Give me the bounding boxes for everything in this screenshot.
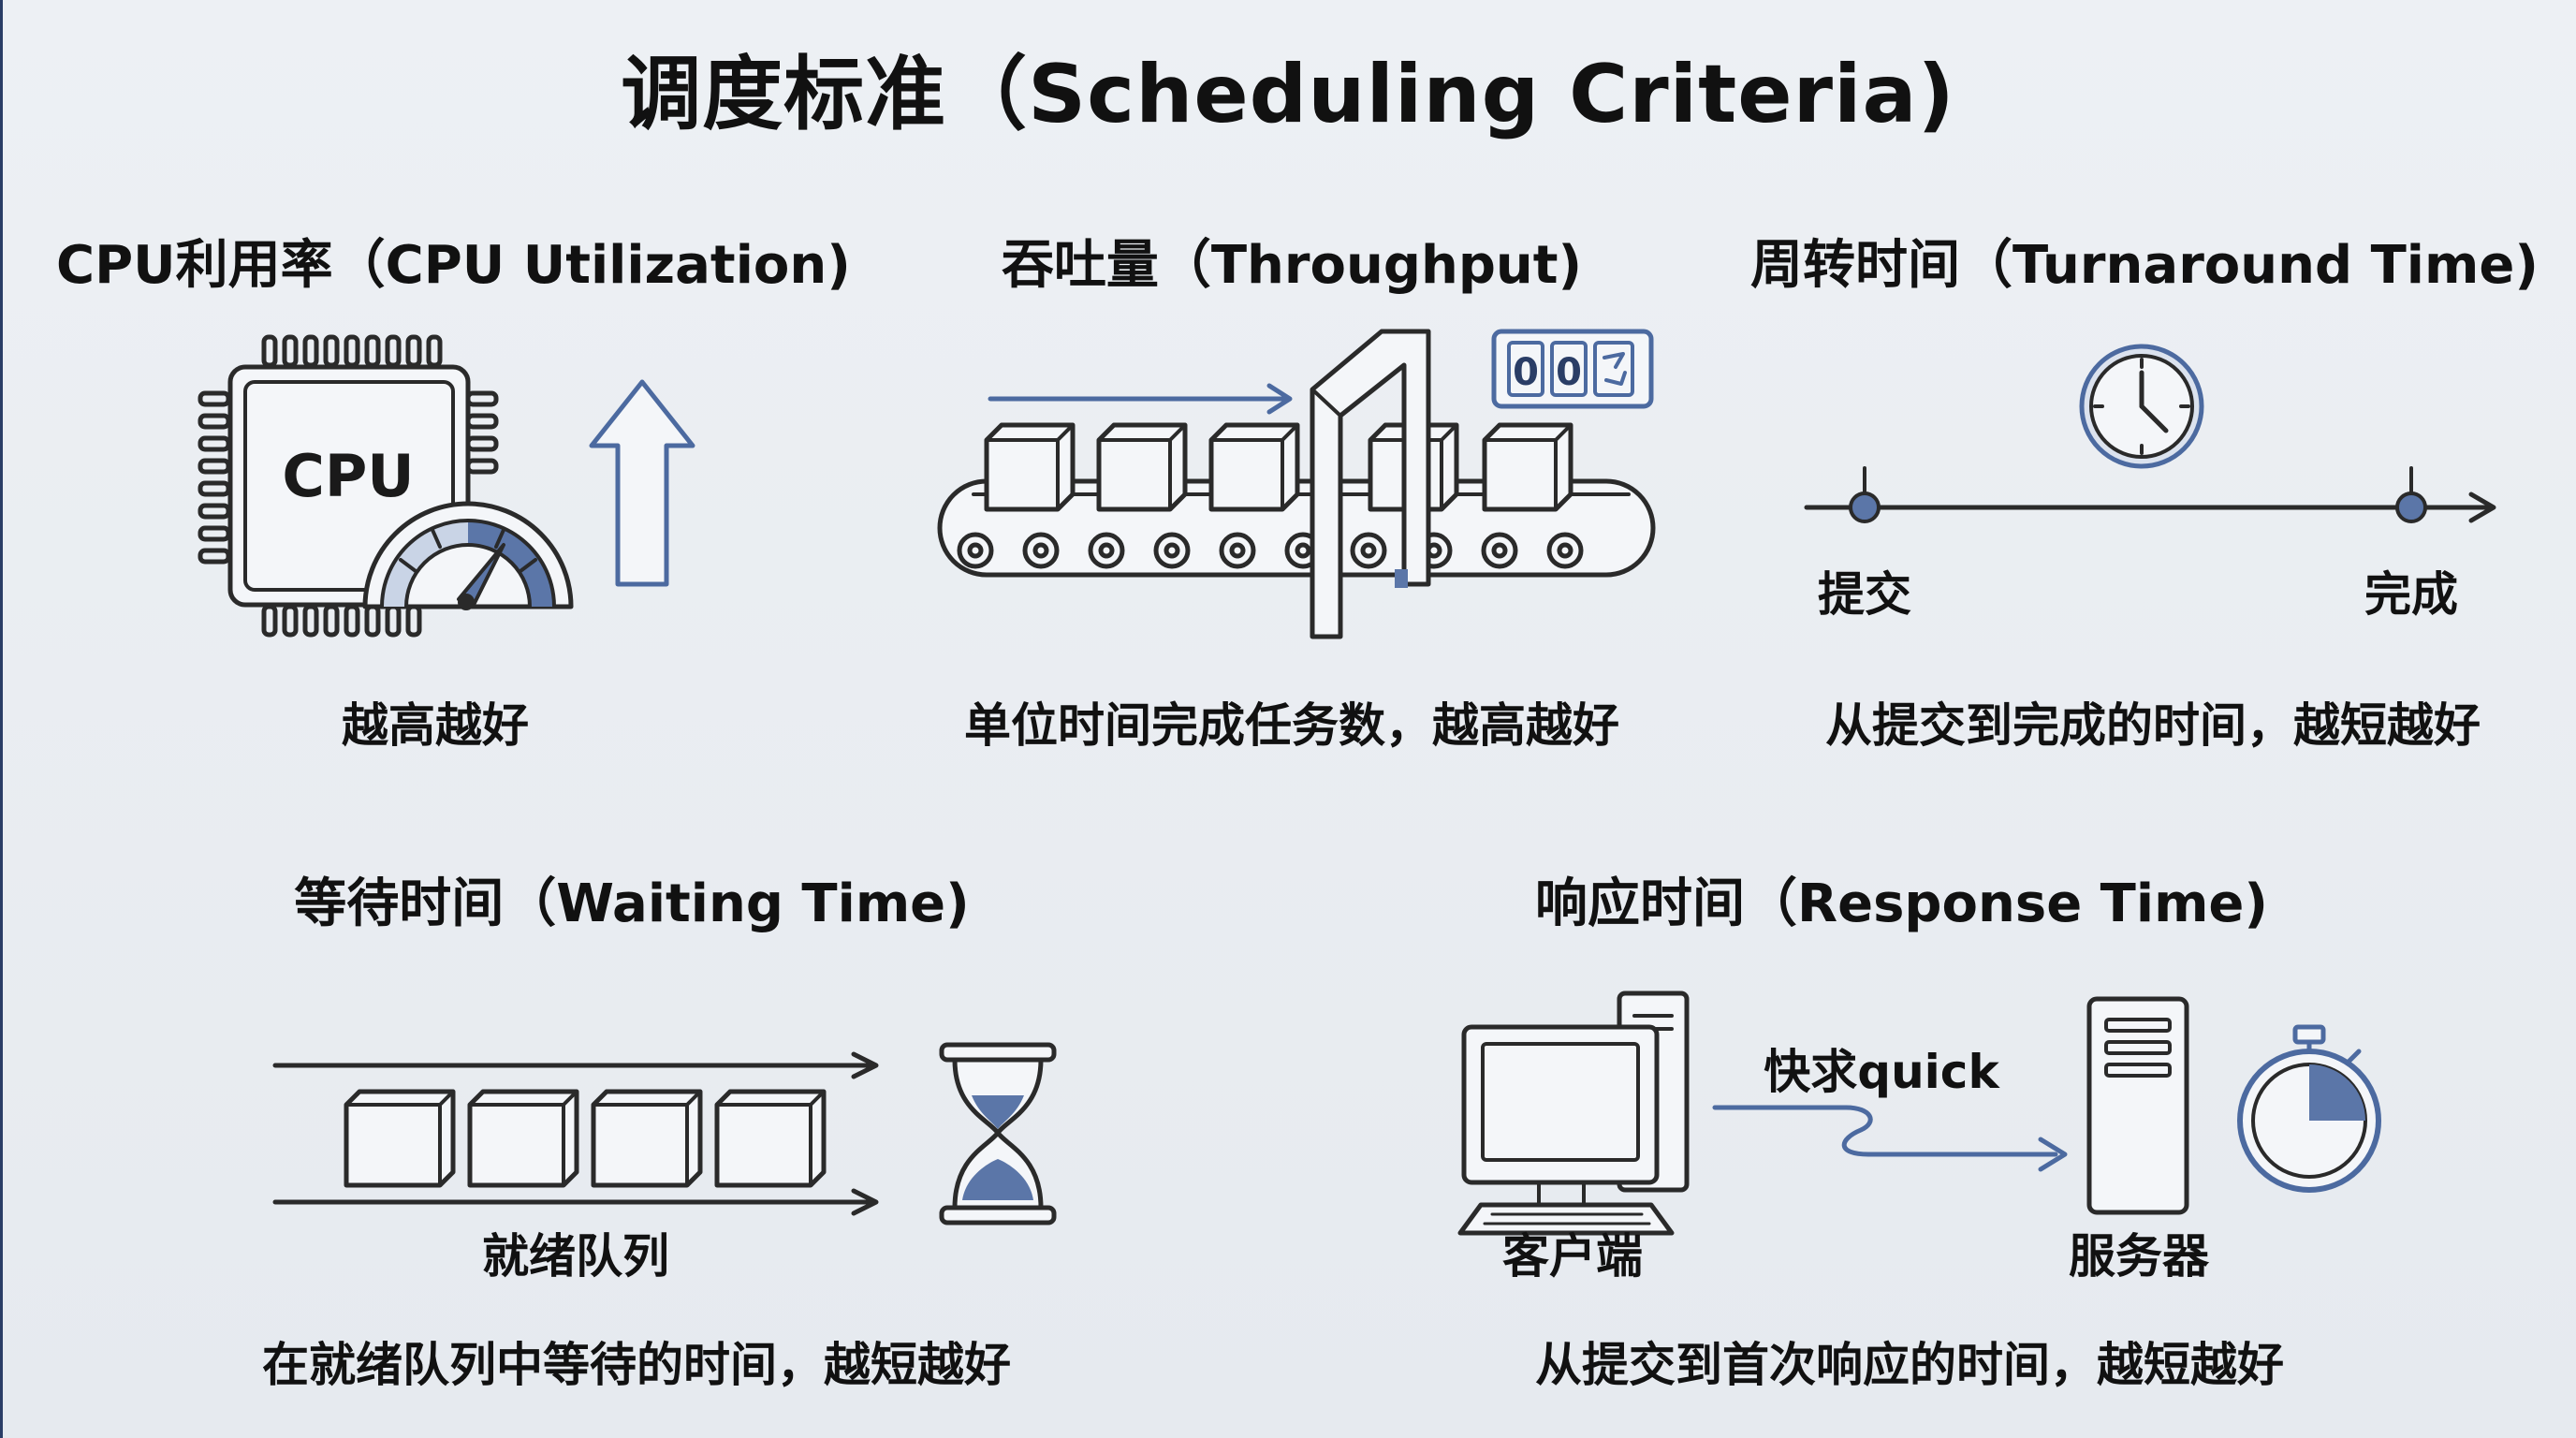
cpu-utilization-description: 越高越好 — [342, 698, 529, 753]
hourglass-icon — [939, 1042, 1057, 1225]
gauge-icon — [362, 501, 574, 610]
conveyor-belt-icon: 0 0 — [937, 329, 1656, 639]
section-title-turnaround-time: 周转时间（Turnaround Time) — [1750, 235, 2539, 296]
computer-icon — [1457, 990, 1690, 1236]
server-icon — [2086, 996, 2189, 1215]
up-arrow-icon — [589, 379, 695, 587]
server-label: 服务器 — [2069, 1229, 2209, 1284]
response-time-description: 从提交到首次响应的时间，越短越好 — [1535, 1338, 2284, 1392]
ready-queue-label: 就绪队列 — [482, 1229, 669, 1284]
turnaround-end-label: 完成 — [2364, 567, 2458, 622]
page-title: 调度标准（Scheduling Criteria) — [621, 48, 1955, 141]
counter-icon: 0 0 — [1491, 329, 1654, 409]
cpu-chip-label: CPU — [282, 442, 414, 510]
cpu-chip-icon: CPU — [198, 334, 695, 638]
turnaround-start-label: 提交 — [1818, 567, 1911, 622]
clock-icon — [2079, 344, 2204, 469]
client-label: 客户端 — [1502, 1229, 1643, 1284]
request-quick-label: 快求quick — [1764, 1045, 1999, 1099]
section-title-waiting-time: 等待时间（Waiting Time) — [294, 873, 970, 934]
stopwatch-icon — [2237, 1024, 2381, 1193]
turnaround-timeline — [1804, 344, 2496, 523]
throughput-description: 单位时间完成任务数，越高越好 — [964, 698, 1619, 753]
waiting-time-description: 在就绪队列中等待的时间，越短越好 — [262, 1338, 1011, 1392]
counter-digit-2: 0 — [1556, 351, 1582, 394]
timeline-icon — [1804, 466, 2496, 523]
counter-digit-1: 0 — [1513, 351, 1539, 394]
request-arrow — [1712, 1105, 2068, 1172]
section-title-response-time: 响应时间（Response Time) — [1535, 873, 2268, 934]
section-title-cpu-utilization: CPU利用率（CPU Utilization) — [56, 235, 851, 296]
section-title-throughput: 吞吐量（Throughput) — [1001, 235, 1583, 296]
response-illustration — [1457, 990, 2381, 1236]
turnaround-description: 从提交到完成的时间，越短越好 — [1825, 698, 2481, 753]
ready-queue-illustration — [272, 1042, 1057, 1225]
